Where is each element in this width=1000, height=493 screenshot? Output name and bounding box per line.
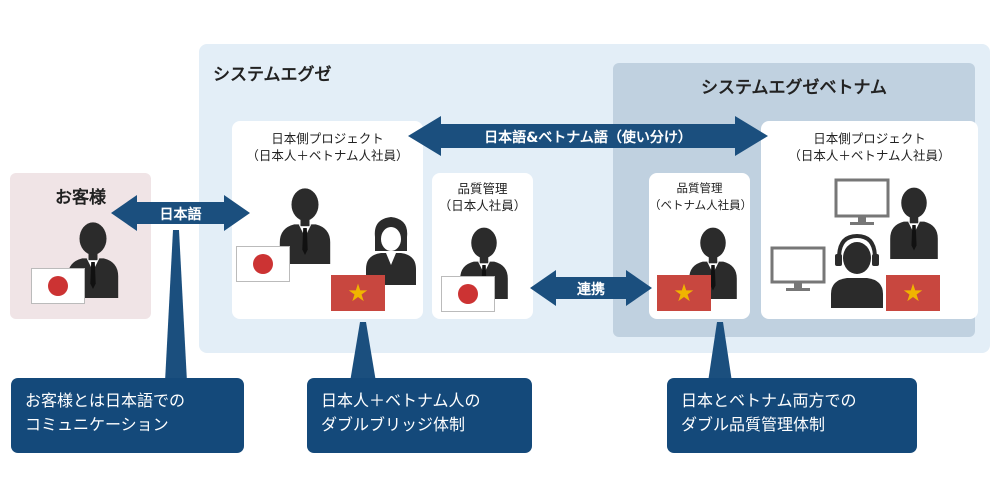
jp-project-left-text: 日本側プロジェクト （日本人＋ベトナム人社員） [232,130,423,164]
jp-project-right-line2: （日本人＋ベトナム人社員） [788,148,951,163]
client-callout: お客様とは日本語での コミュニケーション [11,378,244,453]
cooperation-arrow [530,270,652,306]
monitor-icon-2 [770,246,826,291]
vietnam-flag-icon: ★ [657,275,711,311]
jp-project-left-line1: 日本側プロジェクト [271,131,384,146]
japanese-arrow [111,195,250,231]
jp-project-left-line2: （日本人＋ベトナム人社員） [246,148,409,163]
quality-callout-line2: ダブル品質管理体制 [681,415,826,434]
bridge-connector [350,322,376,382]
quality-connector [708,322,732,382]
vietnam-flag-icon: ★ [331,275,385,311]
qa-japan-line2: （日本人社員） [438,198,527,213]
qa-vietnam-line2: （ベトナム人社員） [649,198,753,212]
qa-japan-text: 品質管理 （日本人社員） [432,180,533,214]
japan-flag-icon [441,276,495,312]
japan-flag-icon [31,268,85,304]
monitor-icon [834,178,890,225]
bridge-callout-line2: ダブルブリッジ体制 [321,415,466,434]
client-callout-line2: コミュニケーション [25,415,169,434]
cooperation-arrow-label: 連携 [577,282,605,298]
japan-flag-icon [236,246,290,282]
jp-project-right-line1: 日本側プロジェクト [813,131,926,146]
qa-vietnam-text: 品質管理 （ベトナム人社員） [649,180,753,214]
systemexe-vietnam-label: システムエグゼベトナム [701,78,887,98]
bridge-callout-line1: 日本人＋ベトナム人の [321,391,481,410]
vietnam-flag-icon: ★ [886,275,940,311]
jp-project-right-person-icon [890,187,938,259]
quality-callout: 日本とベトナム両方での ダブル品質管理体制 [667,378,917,453]
jp-project-right-text: 日本側プロジェクト （日本人＋ベトナム人社員） [761,130,978,164]
bilingual-arrow [408,116,768,156]
qa-japan-line1: 品質管理 [457,181,508,196]
systemexe-label: システムエグゼ [213,65,332,85]
client-label: お客様 [55,188,106,208]
bilingual-arrow-label: 日本語&ベトナム語（使い分け） [484,130,692,146]
japanese-arrow-label: 日本語 [159,207,202,223]
client-callout-line1: お客様とは日本語での [25,391,186,410]
bridge-callout: 日本人＋ベトナム人の ダブルブリッジ体制 [307,378,532,453]
qa-vietnam-line1: 品質管理 [676,181,723,195]
client-connector [165,230,187,382]
headset-operator-icon [831,233,883,308]
quality-callout-line1: 日本とベトナム両方での [681,391,857,410]
